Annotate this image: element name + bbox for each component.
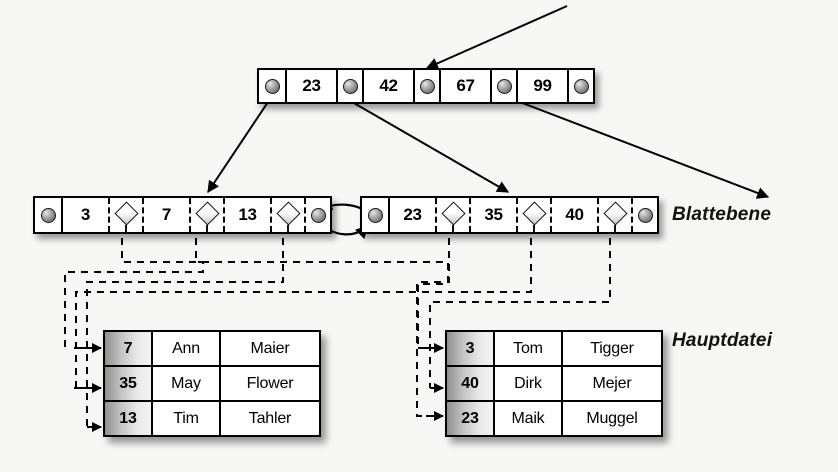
key-value: 42: [379, 76, 398, 95]
pointer-icon[interactable]: [413, 70, 439, 102]
row-lastname-cell: Flower: [219, 367, 319, 400]
key-cell: 40: [550, 198, 597, 232]
row-lastname-cell: Tigger: [561, 332, 661, 365]
record-pointer-diamond-icon[interactable]: [270, 198, 304, 232]
diamond-stem: [125, 225, 127, 232]
key-cell: 13: [223, 198, 270, 232]
pointer-sphere-icon: [419, 78, 435, 94]
record-pointer-diamond-icon[interactable]: [597, 198, 631, 232]
pointer-icon[interactable]: [490, 70, 516, 102]
row-lastname-cell: Mejer: [561, 367, 661, 400]
row-key-cell: 7: [105, 332, 151, 365]
leaf-node-left[interactable]: 3 7 13: [33, 196, 332, 234]
row-firstname-cell: Tom: [493, 332, 561, 365]
diamond-stem: [206, 225, 208, 232]
diamond-stem: [533, 225, 535, 232]
pointer-icon[interactable]: [259, 70, 285, 102]
key-cell: 3: [61, 198, 108, 232]
pointer-icon[interactable]: [336, 70, 362, 102]
pointer-sphere-icon: [637, 207, 653, 223]
pointer-icon[interactable]: [567, 70, 593, 102]
pointer-sphere-icon: [310, 207, 326, 223]
diamond-stem: [614, 225, 616, 232]
row-key-cell: 40: [447, 367, 493, 400]
pointer-sphere-icon: [342, 78, 358, 94]
pointer-sphere-icon: [573, 78, 589, 94]
row-lastname-cell: Maier: [219, 332, 319, 365]
row-key-cell: 23: [447, 402, 493, 435]
key-cell: 23: [285, 70, 336, 102]
diamond-icon: [440, 200, 466, 226]
caption-hauptdatei: Hauptdatei: [672, 330, 773, 351]
row-firstname-cell: Maik: [493, 402, 561, 435]
diamond-icon: [521, 200, 547, 226]
caption-blattebene: Blattebene: [672, 204, 772, 225]
row-key-cell: 35: [105, 367, 151, 400]
leaf-node-right[interactable]: 23 35 40: [360, 196, 659, 234]
row-lastname-cell: Tahler: [219, 402, 319, 435]
diamond-icon: [275, 200, 301, 226]
key-value: 40: [565, 205, 584, 224]
row-lastname-cell: Muggel: [561, 402, 661, 435]
key-value: 67: [456, 76, 475, 95]
incoming-root-arrow: [425, 5, 568, 70]
row-firstname-cell: Ann: [151, 332, 219, 365]
root-to-next-level-arrow: [511, 98, 770, 199]
row-key-cell: 13: [105, 402, 151, 435]
row-firstname-cell: May: [151, 367, 219, 400]
root-index-node[interactable]: 23 42 67 99: [257, 68, 595, 104]
key-value: 7: [161, 205, 172, 224]
prev-sibling-pointer-icon[interactable]: [362, 198, 388, 232]
row-firstname-cell: Dirk: [493, 367, 561, 400]
pointer-sphere-icon: [40, 207, 56, 223]
row-key-cell: 3: [447, 332, 493, 365]
key-cell: 99: [516, 70, 567, 102]
key-value: 35: [484, 205, 503, 224]
key-value: 99: [533, 76, 552, 95]
key-value: 23: [302, 76, 321, 95]
pointer-sphere-icon: [367, 207, 383, 223]
root-to-right-leaf-arrow: [346, 98, 510, 193]
key-cell: 23: [388, 198, 435, 232]
record-pointer-diamond-icon[interactable]: [435, 198, 469, 232]
diamond-stem: [452, 225, 454, 232]
key-value: 23: [403, 205, 422, 224]
diamond-icon: [113, 200, 139, 226]
key-cell: 67: [439, 70, 490, 102]
diamond-icon: [194, 200, 220, 226]
next-sibling-pointer-icon[interactable]: [304, 198, 330, 232]
prev-sibling-pointer-icon[interactable]: [35, 198, 61, 232]
pointer-sphere-icon: [264, 78, 280, 94]
key-cell: 42: [362, 70, 413, 102]
record-pointer-diamond-icon[interactable]: [189, 198, 223, 232]
row-firstname-cell: Tim: [151, 402, 219, 435]
diamond-icon: [602, 200, 628, 226]
key-value: 13: [238, 205, 257, 224]
key-value: 3: [80, 205, 91, 224]
next-sibling-pointer-icon[interactable]: [631, 198, 657, 232]
record-pointer-diamond-icon[interactable]: [108, 198, 142, 232]
record-pointer-diamond-icon[interactable]: [516, 198, 550, 232]
pointer-sphere-icon: [496, 78, 512, 94]
key-cell: 35: [469, 198, 516, 232]
diamond-stem: [287, 225, 289, 232]
key-cell: 7: [142, 198, 189, 232]
root-to-left-leaf-arrow: [207, 98, 271, 193]
